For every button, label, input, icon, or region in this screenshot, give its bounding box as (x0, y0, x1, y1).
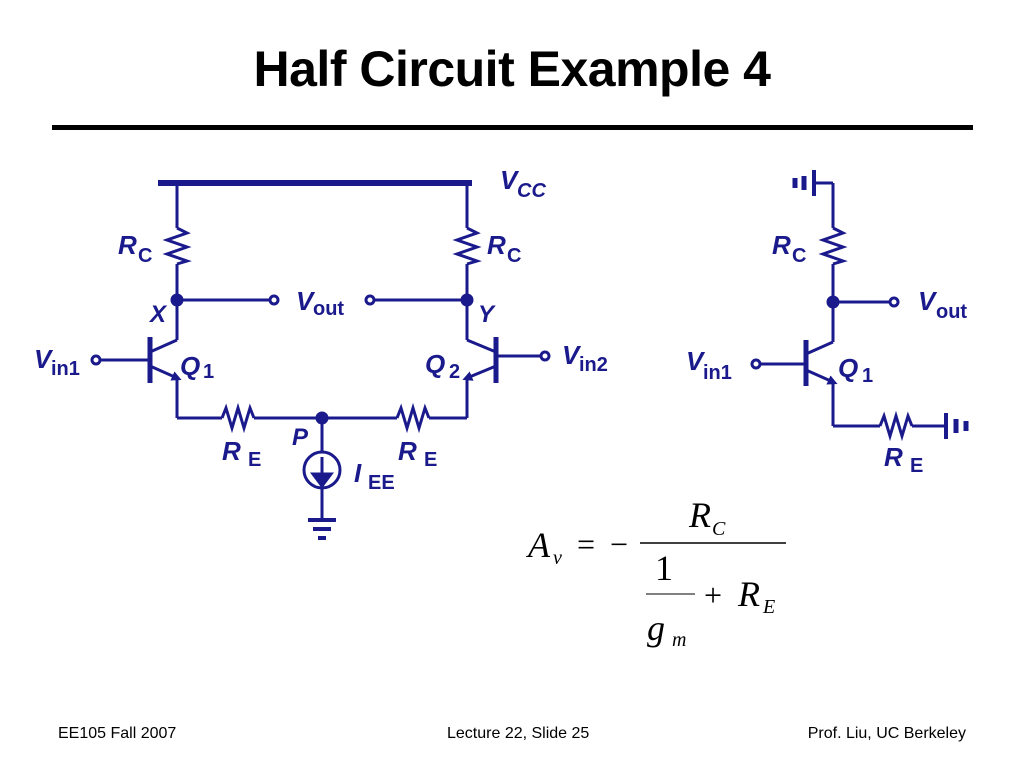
q1-emitter (149, 364, 182, 381)
gain-equation: A v = − R C 1 g m + R E (526, 495, 786, 651)
q2-emitter (462, 364, 497, 381)
rc-left-label-main: R (118, 230, 137, 260)
rc-right-label-sub: C (507, 245, 521, 267)
vin2-label-sub: in2 (579, 354, 608, 376)
re-right-resistor (395, 402, 431, 434)
vcc-label-main: V (500, 165, 520, 195)
eq-gm-sub: m (672, 629, 686, 651)
rc-left-label-sub: C (138, 245, 152, 267)
re-resistor (878, 410, 914, 442)
title-underline (52, 125, 973, 130)
q1-label-sub: 1 (203, 361, 214, 383)
footer-lecture: Lecture 22, Slide 25 (447, 725, 590, 742)
vout-label-main: V (296, 286, 316, 316)
re-left-resistor (220, 402, 256, 434)
vout-terminal (888, 296, 900, 308)
iee-arrow-head (310, 472, 334, 489)
vin2-terminal (539, 350, 551, 362)
vin1-terminal (750, 358, 762, 370)
eq-num-rc-main: R (688, 495, 711, 535)
half-circuit (750, 170, 969, 442)
q1-emitter (805, 368, 838, 385)
re-left-label-main: R (222, 436, 241, 466)
vin1-terminal (90, 354, 102, 366)
vin1-label-sub: in1 (51, 358, 80, 380)
q1-collector (805, 340, 834, 356)
vin1-label-main: V (34, 344, 54, 374)
eq-minus: − (610, 526, 628, 562)
vout-left-terminal (268, 294, 280, 306)
eq-equals: = (577, 526, 595, 562)
eq-re-sub: E (762, 596, 775, 618)
half-vout-label-sub: out (936, 301, 967, 323)
slide-title: Half Circuit Example 4 (253, 41, 771, 97)
half-vin1-label-main: V (686, 346, 706, 376)
q2-collector (466, 338, 497, 354)
footer-course: EE105 Fall 2007 (58, 725, 177, 742)
differential-pair-circuit (90, 180, 551, 540)
rc-resistor (818, 226, 848, 266)
half-rc-label-sub: C (792, 245, 806, 267)
q1-collector (149, 338, 178, 354)
vin2-label-main: V (562, 340, 582, 370)
q1-label-main: Q (180, 351, 200, 381)
iee-label-main: I (354, 458, 362, 488)
eq-num-rc-sub: C (712, 518, 726, 540)
eq-re-main: R (737, 574, 760, 614)
half-rc-label-main: R (772, 230, 791, 260)
eq-plus: + (704, 577, 722, 613)
q2-label-main: Q (425, 349, 445, 379)
rc-right-label-main: R (487, 230, 506, 260)
rc-left-resistor (162, 226, 192, 266)
q2-label-sub: 2 (449, 361, 460, 383)
half-vin1-label-sub: in1 (703, 362, 732, 384)
rc-right-resistor (452, 226, 482, 266)
half-q1-label-main: Q (838, 353, 858, 383)
re-left-label-sub: E (248, 449, 261, 471)
node-p-label: P (292, 424, 309, 451)
half-re-label-sub: E (910, 455, 923, 477)
vcc-label-sub: CC (517, 180, 546, 202)
vout-label-sub: out (313, 298, 344, 320)
half-q1-label-sub: 1 (862, 365, 873, 387)
footer-author: Prof. Liu, UC Berkeley (807, 725, 966, 742)
re-right-label-sub: E (424, 449, 437, 471)
half-vout-label-main: V (918, 286, 938, 316)
eq-gm-main: g (647, 608, 665, 648)
eq-av-sub: v (553, 547, 562, 569)
vout-right-terminal (364, 294, 376, 306)
iee-label-sub: EE (368, 472, 395, 494)
node-x-label: X (148, 301, 168, 328)
eq-one: 1 (655, 548, 673, 588)
re-right-label-main: R (398, 436, 417, 466)
eq-av-main: A (526, 525, 551, 565)
node-y-label: Y (478, 301, 496, 328)
half-re-label-main: R (884, 442, 903, 472)
